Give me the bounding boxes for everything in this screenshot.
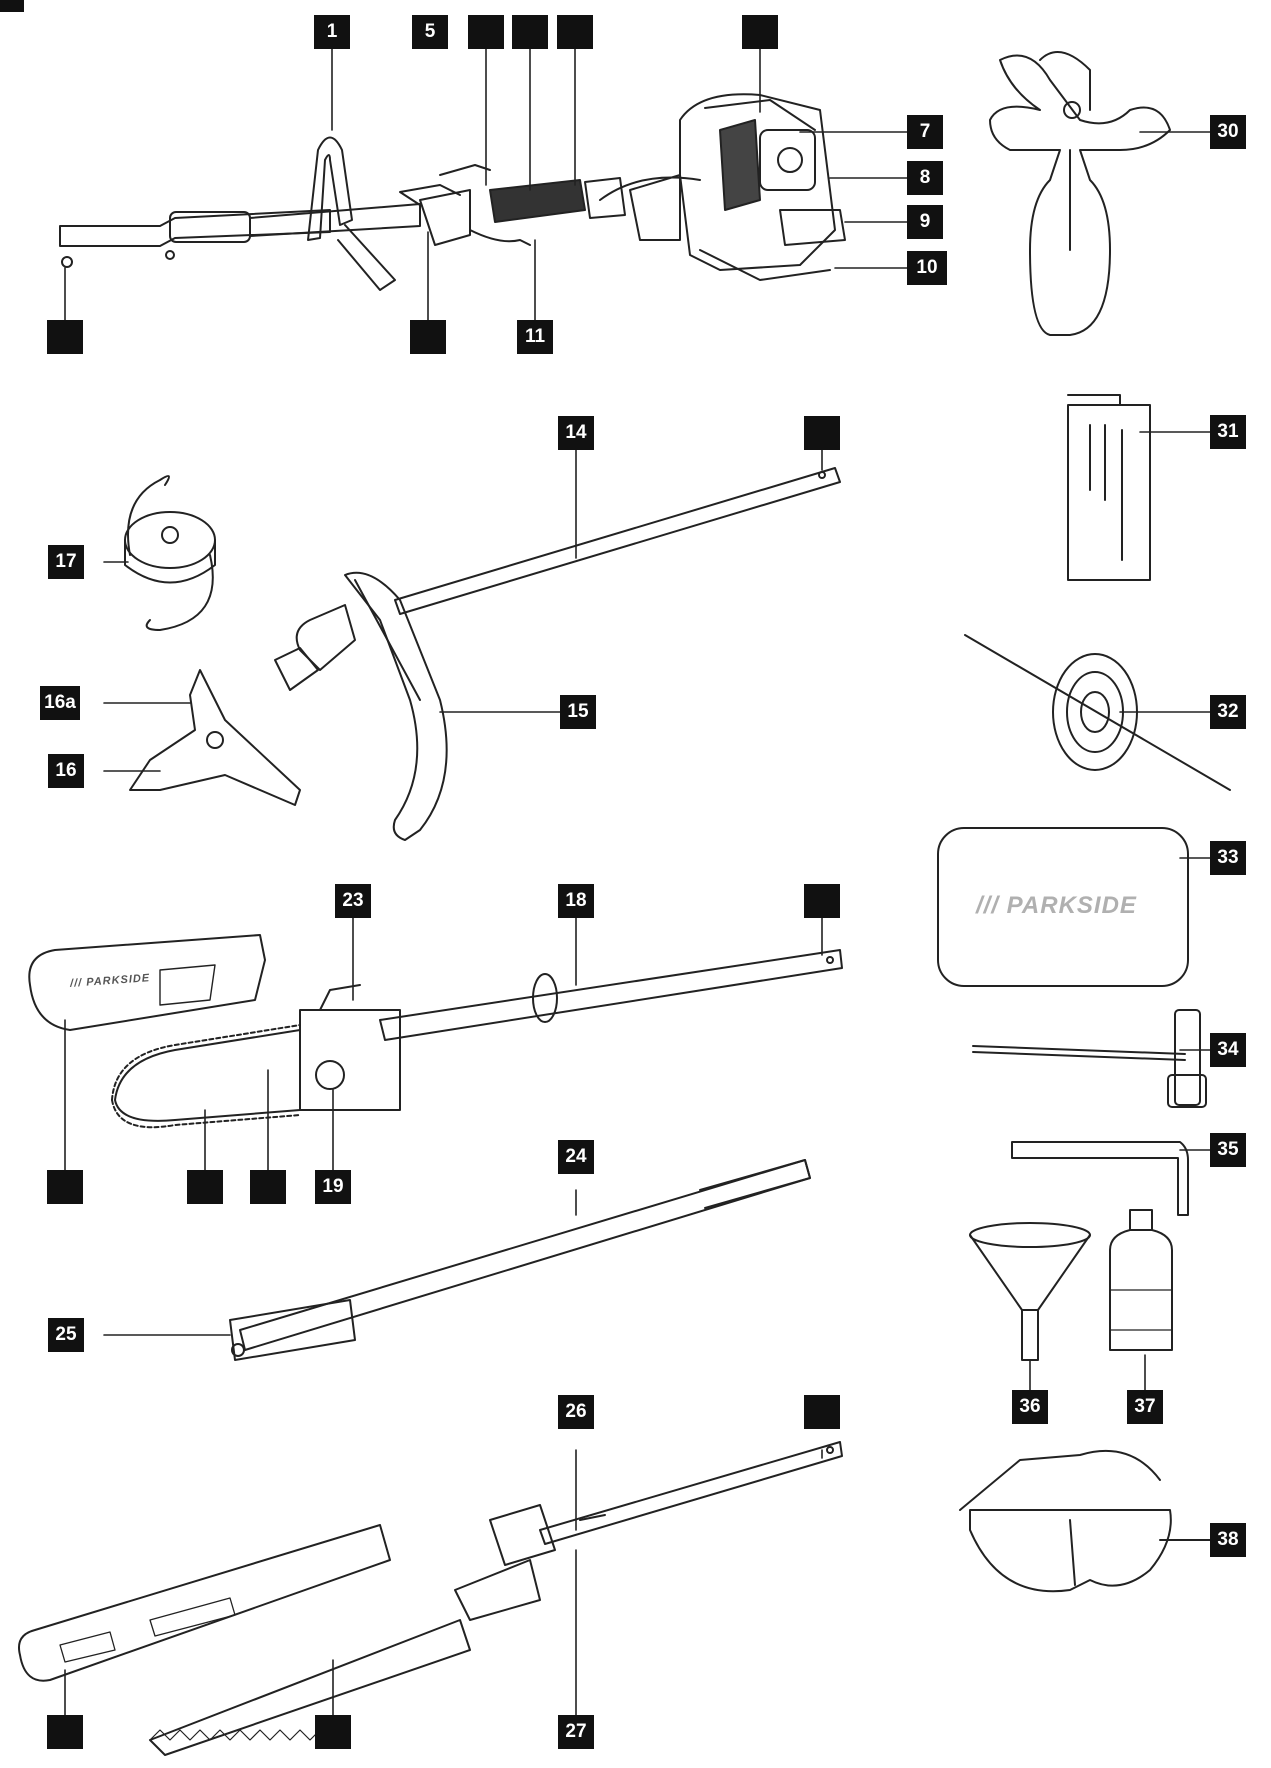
label-blank-e xyxy=(47,320,83,354)
label-37: 37 xyxy=(1127,1390,1163,1424)
label-33: 33 xyxy=(1210,841,1246,875)
label-blank-f xyxy=(410,320,446,354)
label-36: 36 xyxy=(1012,1390,1048,1424)
label-14: 14 xyxy=(558,416,594,450)
allen-key-drawing xyxy=(1011,1141,1189,1216)
label-27: 27 xyxy=(558,1715,594,1749)
label-18: 18 xyxy=(558,884,594,918)
blade-drawing xyxy=(129,669,301,806)
funnel-drawing xyxy=(969,1222,1091,1361)
label-19: 19 xyxy=(315,1170,351,1204)
label-blank-c xyxy=(557,15,593,49)
label-7: 7 xyxy=(907,115,943,149)
label-blank-a xyxy=(468,15,504,49)
label-blank-g xyxy=(804,416,840,450)
label-32: 32 xyxy=(1210,695,1246,729)
leader-lines-row5 xyxy=(64,1449,823,1716)
label-blank-j xyxy=(187,1170,223,1204)
label-11: 11 xyxy=(517,320,553,354)
leader-lines-row2 xyxy=(103,431,1211,859)
safety-goggles-drawing xyxy=(959,1449,1211,1593)
corner-mark xyxy=(0,0,24,12)
mixing-bottle-drawing xyxy=(1067,394,1151,581)
label-16: 16 xyxy=(48,754,84,788)
label-9: 9 xyxy=(907,205,943,239)
case-drawing xyxy=(937,827,1189,987)
label-blank-k xyxy=(250,1170,286,1204)
label-blank-h xyxy=(804,884,840,918)
label-24: 24 xyxy=(558,1140,594,1174)
label-26: 26 xyxy=(558,1395,594,1429)
label-blank-m xyxy=(47,1715,83,1749)
label-blank-b xyxy=(512,15,548,49)
spool-drawing xyxy=(124,475,216,631)
combination-wrench-drawing xyxy=(972,1009,1207,1108)
hedge-trimmer-attachment-drawing xyxy=(149,1441,843,1756)
label-31: 31 xyxy=(1210,415,1246,449)
label-23: 23 xyxy=(335,884,371,918)
label-blank-n xyxy=(315,1715,351,1749)
label-38: 38 xyxy=(1210,1523,1246,1557)
label-15: 15 xyxy=(560,695,596,729)
label-1: 1 xyxy=(314,15,350,49)
extension-pole-drawing xyxy=(229,1159,811,1361)
label-10: 10 xyxy=(907,251,947,285)
blade-guard-drawing xyxy=(18,1524,391,1682)
case-logo: /// PARKSIDE xyxy=(976,892,1137,919)
label-blank-i xyxy=(47,1170,83,1204)
label-8: 8 xyxy=(907,161,943,195)
power-unit-drawing xyxy=(59,93,846,291)
oil-bottle-drawing xyxy=(1109,1209,1173,1351)
label-25: 25 xyxy=(48,1318,84,1352)
label-34: 34 xyxy=(1210,1033,1246,1067)
leader-lines-row1 xyxy=(64,47,1211,321)
leader-lines-row4 xyxy=(103,1189,577,1336)
label-blank-d xyxy=(742,15,778,49)
trimmer-attachment-drawing xyxy=(274,467,841,841)
label-blank-l xyxy=(804,1395,840,1429)
label-30: 30 xyxy=(1210,115,1246,149)
pole-saw-attachment-drawing xyxy=(111,949,843,1129)
label-5: 5 xyxy=(412,15,448,49)
label-35: 35 xyxy=(1210,1133,1246,1167)
chain-guard-drawing xyxy=(28,934,266,1031)
line-coil-drawing xyxy=(964,634,1231,791)
label-17: 17 xyxy=(48,545,84,579)
label-16a: 16a xyxy=(40,686,80,720)
leader-lines-row3 xyxy=(64,917,1211,1391)
harness-drawing xyxy=(989,51,1171,336)
